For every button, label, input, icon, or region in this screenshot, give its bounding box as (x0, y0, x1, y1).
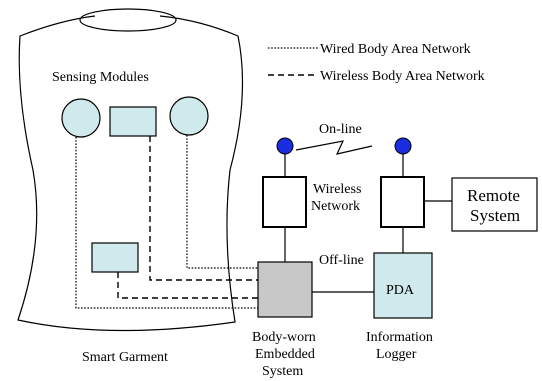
offline-label: Off-line (319, 253, 364, 268)
wireless-network-label-line1: Wireless (313, 182, 361, 197)
smart-garment-outline (17, 15, 244, 332)
wireless-link-center (149, 136, 258, 281)
smart-garment-label: Smart Garment (82, 350, 168, 365)
online-label: On-line (319, 122, 362, 137)
wireless-network-label-line2: Network (311, 199, 360, 214)
wireless-link-lower (117, 272, 258, 299)
sensor-rect-lower (91, 242, 139, 273)
remote-system-label-line2: System (470, 206, 520, 225)
body-worn-embedded-box (257, 261, 313, 318)
sensor-rect-center (109, 106, 157, 137)
remote-system-box (451, 177, 538, 232)
remote-system-label-line1: Remote (467, 186, 520, 205)
online-lightning-link (295, 140, 373, 155)
info-logger-label-line2: Logger (376, 347, 417, 362)
garment-neckline (79, 8, 177, 32)
body-worn-label-line3: System (262, 364, 303, 379)
sensing-modules-label: Sensing Modules (52, 70, 149, 85)
antenna-ball-right (394, 137, 412, 155)
wired-link-left (75, 137, 258, 309)
wireless-network-box-left (262, 176, 307, 228)
body-worn-label-line1: Body-worn (252, 330, 316, 345)
legend-wireless-label: Wireless Body Area Network (320, 69, 485, 84)
wired-link-right (186, 135, 258, 269)
info-logger-label-line1: Information (366, 330, 433, 345)
legend-wired-label: Wired Body Area Network (320, 42, 471, 57)
sensor-circle-right (169, 96, 209, 136)
body-worn-label-line2: Embedded (255, 347, 315, 362)
wireless-network-box-right (380, 176, 425, 228)
antenna-ball-left (276, 137, 294, 155)
pda-box (373, 252, 433, 319)
sensor-circle-left (61, 98, 101, 138)
pda-label: PDA (386, 283, 415, 298)
